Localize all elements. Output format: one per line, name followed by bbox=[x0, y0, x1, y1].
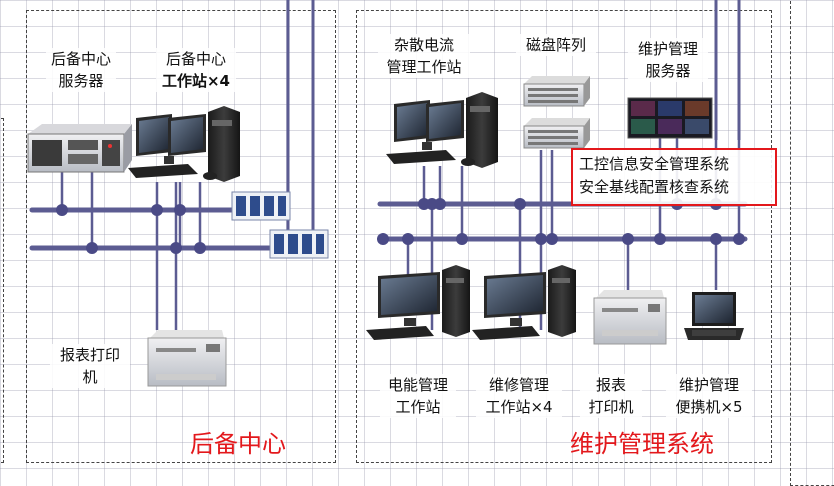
disk-array-icon bbox=[523, 76, 590, 107]
workstation-icon bbox=[128, 106, 240, 182]
backup-nodes bbox=[56, 204, 206, 254]
stray-current-label: 杂散电流 管理工作站 bbox=[378, 34, 470, 78]
repair-ws-label: 维修管理 工作站×4 bbox=[476, 374, 562, 418]
printer-icon bbox=[593, 290, 667, 345]
printer-icon bbox=[147, 330, 227, 387]
maintenance-system-title: 维护管理系统 bbox=[570, 430, 714, 458]
maintenance-system-zone bbox=[356, 10, 772, 463]
switch-icon bbox=[269, 229, 329, 259]
switch-icon bbox=[231, 191, 291, 221]
workstation-icon bbox=[366, 265, 470, 340]
security-systems-callout: 工控信息安全管理系统 安全基线配置核查系统 bbox=[571, 148, 777, 206]
backup-buses bbox=[29, 207, 303, 251]
laptop-icon bbox=[684, 292, 744, 340]
maint-printer-label: 报表 打印机 bbox=[580, 374, 642, 418]
backup-printer-label: 报表打印 机 bbox=[50, 344, 130, 388]
server-icon bbox=[27, 124, 132, 173]
disk-array-icon bbox=[523, 118, 590, 149]
laptop-label: 维护管理 便携机×5 bbox=[666, 374, 752, 418]
workstation-icon bbox=[472, 265, 576, 340]
workstation-icon bbox=[386, 92, 498, 168]
backup-center-title: 后备中心 bbox=[190, 430, 286, 458]
backup-server-label: 后备中心 服务器 bbox=[46, 48, 116, 92]
disk-array-label: 磁盘阵列 bbox=[516, 34, 596, 56]
power-ws-label: 电能管理 工作站 bbox=[380, 374, 456, 418]
backup-workstation-label: 后备中心 工作站×4 bbox=[156, 48, 236, 92]
backup-center-zone bbox=[26, 10, 336, 463]
maint-server-label: 维护管理 服务器 bbox=[628, 38, 708, 82]
left-edge-zone bbox=[0, 118, 4, 463]
monitor-wall-icon bbox=[627, 97, 713, 139]
